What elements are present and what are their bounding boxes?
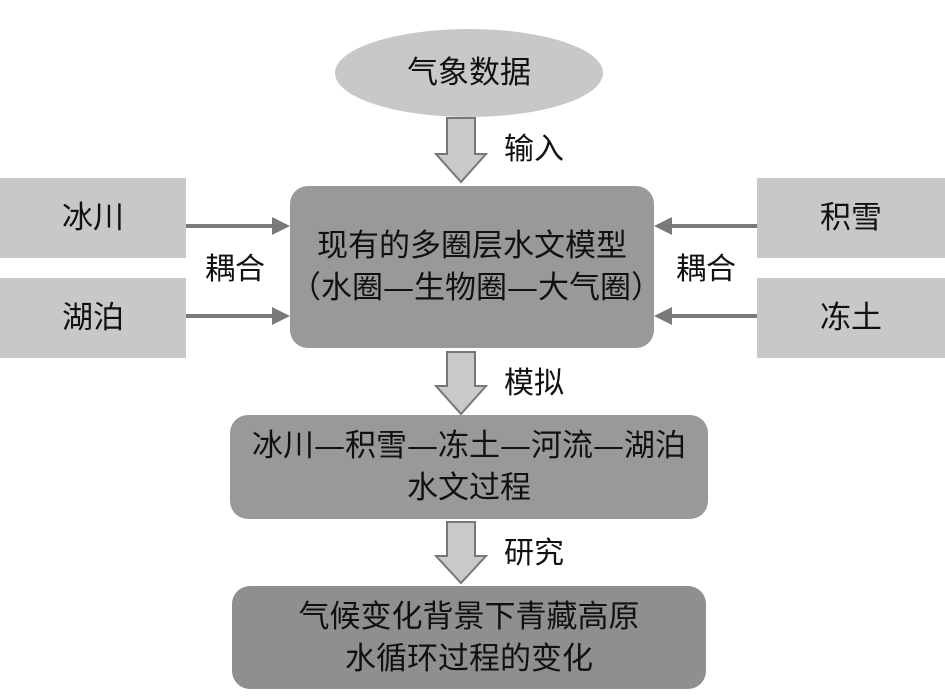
arrow-simulate [433, 351, 489, 416]
input-edge-label: 输入 [504, 132, 564, 167]
snow-label: 积雪 [820, 200, 882, 236]
permafrost-label: 冻土 [820, 300, 882, 336]
hydrological-process-node: 冰川—积雪—冻土—河流—湖泊 水文过程 [230, 415, 708, 519]
lake-label: 湖泊 [62, 300, 124, 336]
snow-node: 积雪 [757, 178, 945, 258]
arrow-permafrost-to-model [654, 307, 757, 325]
glacier-label: 冰川 [62, 200, 124, 236]
arrow-snow-to-model [654, 217, 757, 235]
simulate-edge-label: 模拟 [504, 366, 564, 401]
arrow-study [433, 521, 489, 585]
arrow-glacier-to-model [186, 217, 290, 235]
hydrological-model-node: 现有的多圈层水文模型 （水圈—生物圈—大气圈） [290, 186, 662, 348]
process-line-2: 水文过程 [407, 470, 531, 506]
glacier-node: 冰川 [0, 178, 186, 258]
coupling-right-edge-label: 耦合 [676, 252, 736, 287]
permafrost-node: 冻土 [757, 278, 945, 358]
arrow-lake-to-model [186, 307, 290, 325]
arrow-input [433, 117, 489, 184]
coupling-left-edge-label: 耦合 [205, 252, 265, 287]
study-edge-label: 研究 [504, 536, 564, 571]
weather-data-label: 气象数据 [407, 55, 531, 91]
model-title: 现有的多圈层水文模型 [317, 228, 627, 264]
result-line-2: 水循环过程的变化 [345, 640, 593, 677]
lake-node: 湖泊 [0, 278, 186, 358]
model-subtitle: （水圈—生物圈—大气圈） [290, 270, 662, 306]
process-line-1: 冰川—积雪—冻土—河流—湖泊 [252, 428, 686, 464]
result-line-1: 气候变化背景下青藏高原 [298, 598, 640, 635]
weather-data-node: 气象数据 [335, 29, 603, 117]
water-cycle-change-node: 气候变化背景下青藏高原 水循环过程的变化 [232, 586, 706, 689]
